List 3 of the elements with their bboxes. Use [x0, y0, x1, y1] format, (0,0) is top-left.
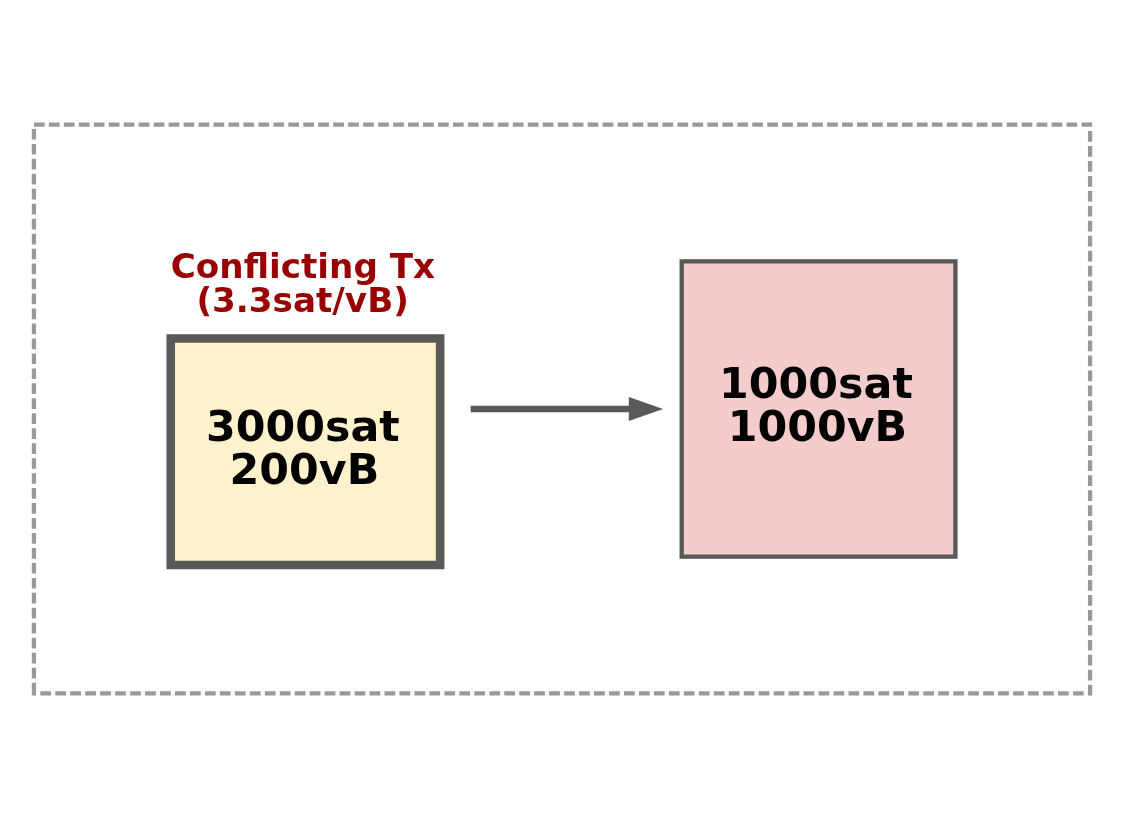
arrow [470, 396, 664, 421]
node-label: Conflicting Tx (3.3sat/vB) [170, 245, 436, 320]
cluster [31, 122, 1093, 695]
